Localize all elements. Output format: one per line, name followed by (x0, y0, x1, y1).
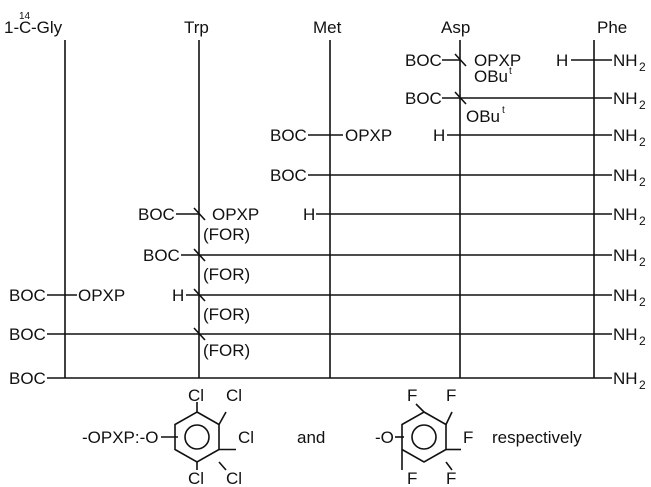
row1-asp-branch (454, 53, 467, 67)
ring2-f-bottom-right: F (446, 469, 456, 487)
row9-boc: BOC (9, 369, 46, 388)
header-gly-mass: 14 (19, 11, 31, 22)
row-3: BOC OPXP H NH 2 (270, 126, 646, 149)
row1-phe-h: H (556, 51, 568, 70)
header-trp: Trp (184, 18, 209, 37)
respectively-label: respectively (492, 428, 582, 447)
row7-trp-for: (FOR) (203, 305, 250, 324)
row3-met-boc: BOC (270, 126, 307, 145)
row5-trp-branch (193, 207, 206, 221)
row6-nh2-sub: 2 (639, 255, 646, 269)
row7-gly-boc: BOC (9, 286, 46, 305)
ring2-f-top-right: F (446, 386, 456, 405)
row5-trp-for: (FOR) (203, 225, 250, 244)
benzene-ring-1 (174, 411, 220, 463)
opxp-definition: -OPXP:-O Cl Cl Cl Cl Cl and -O F (82, 386, 582, 487)
benzene-ring-2 (401, 411, 447, 463)
row7-nh2: NH (613, 286, 638, 305)
row4-nh2-sub: 2 (639, 175, 646, 189)
pentafluorophenyl-ring: F F F F F (401, 386, 473, 487)
row6-trp-branch (193, 248, 206, 262)
ring2-f1-bond (415, 403, 425, 413)
ring1-cl-bottom-right: Cl (226, 469, 242, 487)
ring1-aromatic-circle (184, 424, 210, 450)
row-7: BOC OPXP H (FOR) NH 2 (9, 286, 646, 324)
ring1-cl-top-left: Cl (188, 386, 204, 405)
row1-asp-boc: BOC (405, 51, 442, 70)
ring1-cl-bottom-left: Cl (188, 469, 204, 487)
ring2-f-bottom-left: F (407, 469, 417, 487)
row2-asp-branch (454, 91, 467, 105)
row1-asp-opxp: OPXP (474, 51, 521, 70)
header-gly-c: C (19, 18, 31, 37)
row-4: BOC NH 2 (270, 166, 646, 189)
row8-trp-branch (193, 327, 206, 341)
row7-nh2-sub: 2 (639, 295, 646, 309)
row8-trp-for: (FOR) (203, 341, 250, 360)
row4-boc: BOC (270, 166, 307, 185)
row4-nh2: NH (613, 166, 638, 185)
row9-nh2-sub: 2 (639, 378, 646, 392)
ring1-cl5-bond (218, 461, 227, 471)
row8-nh2: NH (613, 325, 638, 344)
ring2-f-right: F (463, 428, 473, 447)
row7-gly-opxp: OPXP (78, 286, 125, 305)
row-5: BOC OPXP (FOR) H NH 2 (138, 205, 646, 244)
row-8: BOC (FOR) NH 2 (9, 325, 646, 360)
row8-boc: BOC (9, 325, 46, 344)
row2-nh2: NH (613, 89, 638, 108)
row5-nh2: NH (613, 205, 638, 224)
row5-trp-opxp: OPXP (212, 205, 259, 224)
pentachlorophenyl-ring: Cl Cl Cl Cl Cl (174, 386, 254, 487)
row-6: BOC (FOR) NH 2 (143, 246, 646, 284)
row2-asp-obu-t: t (502, 105, 505, 116)
opxp-definition-label: -OPXP:-O (82, 428, 159, 447)
ring1-cl-right: Cl (238, 428, 254, 447)
row3-asp-h: H (433, 126, 445, 145)
header-met: Met (313, 18, 342, 37)
row2-asp-obu: OBu (466, 107, 500, 126)
header-gly-suffix: -Gly (31, 18, 63, 37)
ring2-aromatic-circle (411, 424, 437, 450)
row3-nh2-sub: 2 (639, 135, 646, 149)
row6-boc: BOC (143, 246, 180, 265)
and-label: and (297, 428, 325, 447)
row-9: BOC NH 2 (9, 369, 646, 392)
row6-trp-for: (FOR) (203, 265, 250, 284)
row7-trp-h: H (172, 286, 184, 305)
row5-met-h: H (303, 205, 315, 224)
row3-nh2: NH (613, 126, 638, 145)
ring1-cl-top-right: Cl (226, 386, 242, 405)
row1-asp-obu: OBu (474, 67, 508, 86)
row-1: BOC OPXP OBu t H NH 2 (405, 51, 646, 86)
row-2: BOC OBu t NH 2 (405, 89, 646, 126)
ring2-o-label: -O (375, 428, 394, 447)
ring2-f-top-left: F (407, 386, 417, 405)
row5-trp-boc: BOC (138, 205, 175, 224)
residue-columns (64, 40, 595, 378)
row2-nh2-sub: 2 (639, 98, 646, 112)
row1-asp-obu-t: t (509, 66, 512, 77)
header-phe: Phe (597, 18, 627, 37)
row1-nh2-sub: 2 (639, 60, 646, 74)
row2-boc: BOC (405, 89, 442, 108)
column-headers: 1- 14 C -Gly Trp Met Asp Phe (4, 11, 627, 37)
ring2-f2-bond (445, 411, 453, 425)
row6-nh2: NH (613, 246, 638, 265)
row5-nh2-sub: 2 (639, 214, 646, 228)
header-asp: Asp (441, 18, 470, 37)
row8-nh2-sub: 2 (639, 334, 646, 348)
row1-nh2: NH (613, 51, 638, 70)
row9-nh2: NH (613, 369, 638, 388)
row3-met-opxp: OPXP (345, 126, 392, 145)
ring2-f5-bond (445, 461, 453, 471)
header-gly-prefix: 1- (4, 18, 19, 37)
row7-trp-branch (193, 288, 206, 302)
ring1-cl2-bond (218, 411, 227, 425)
